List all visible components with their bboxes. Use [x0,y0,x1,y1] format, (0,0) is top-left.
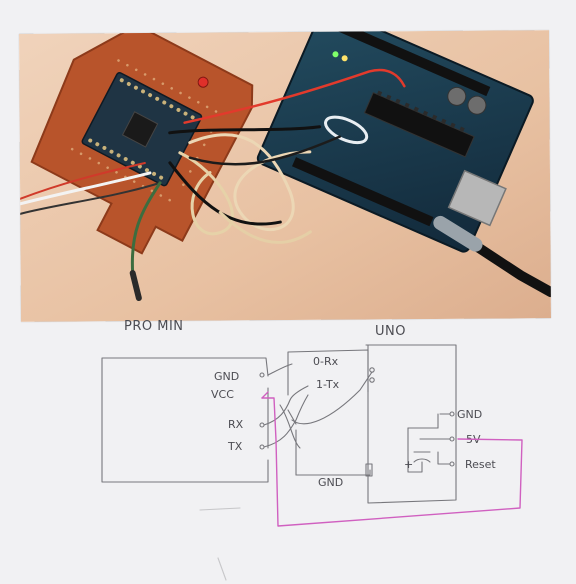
ftdi-tx-label: 1-Tx [316,378,340,391]
serial-cross-wires [263,363,375,476]
uno-reset-label: Reset [465,458,496,471]
pro-mini-outline [101,357,269,483]
vcc-to-5v-wire [261,397,523,527]
pro-mini-title: PRO MIN [124,319,184,334]
uno-pins [407,411,455,467]
uno-gnd-label: GND [457,408,482,421]
capacitor-plus-label: + [404,458,413,471]
capacitor-symbol [407,449,431,473]
pin-gnd-label: GND [214,370,239,383]
pin-rx-label: RX [228,418,244,431]
uno-title: UNO [375,324,406,339]
wiring-sketch: PRO MIN UNO GND VCC RX TX 0-Rx 1-Tx GND [101,319,523,581]
photo-illustration [19,30,551,322]
jumper-wires [19,68,406,302]
bottom-gnd-label: GND [318,476,343,489]
pro-mini-pins [259,372,265,450]
uno-outline [365,344,457,504]
ftdi-rx-label: 0-Rx [313,355,339,368]
ftdi-box [287,349,371,476]
photo-print [19,30,551,322]
pin-tx-label: TX [227,440,243,453]
arduino-uno-board [256,30,534,253]
pin-vcc-label: VCC [211,388,234,401]
